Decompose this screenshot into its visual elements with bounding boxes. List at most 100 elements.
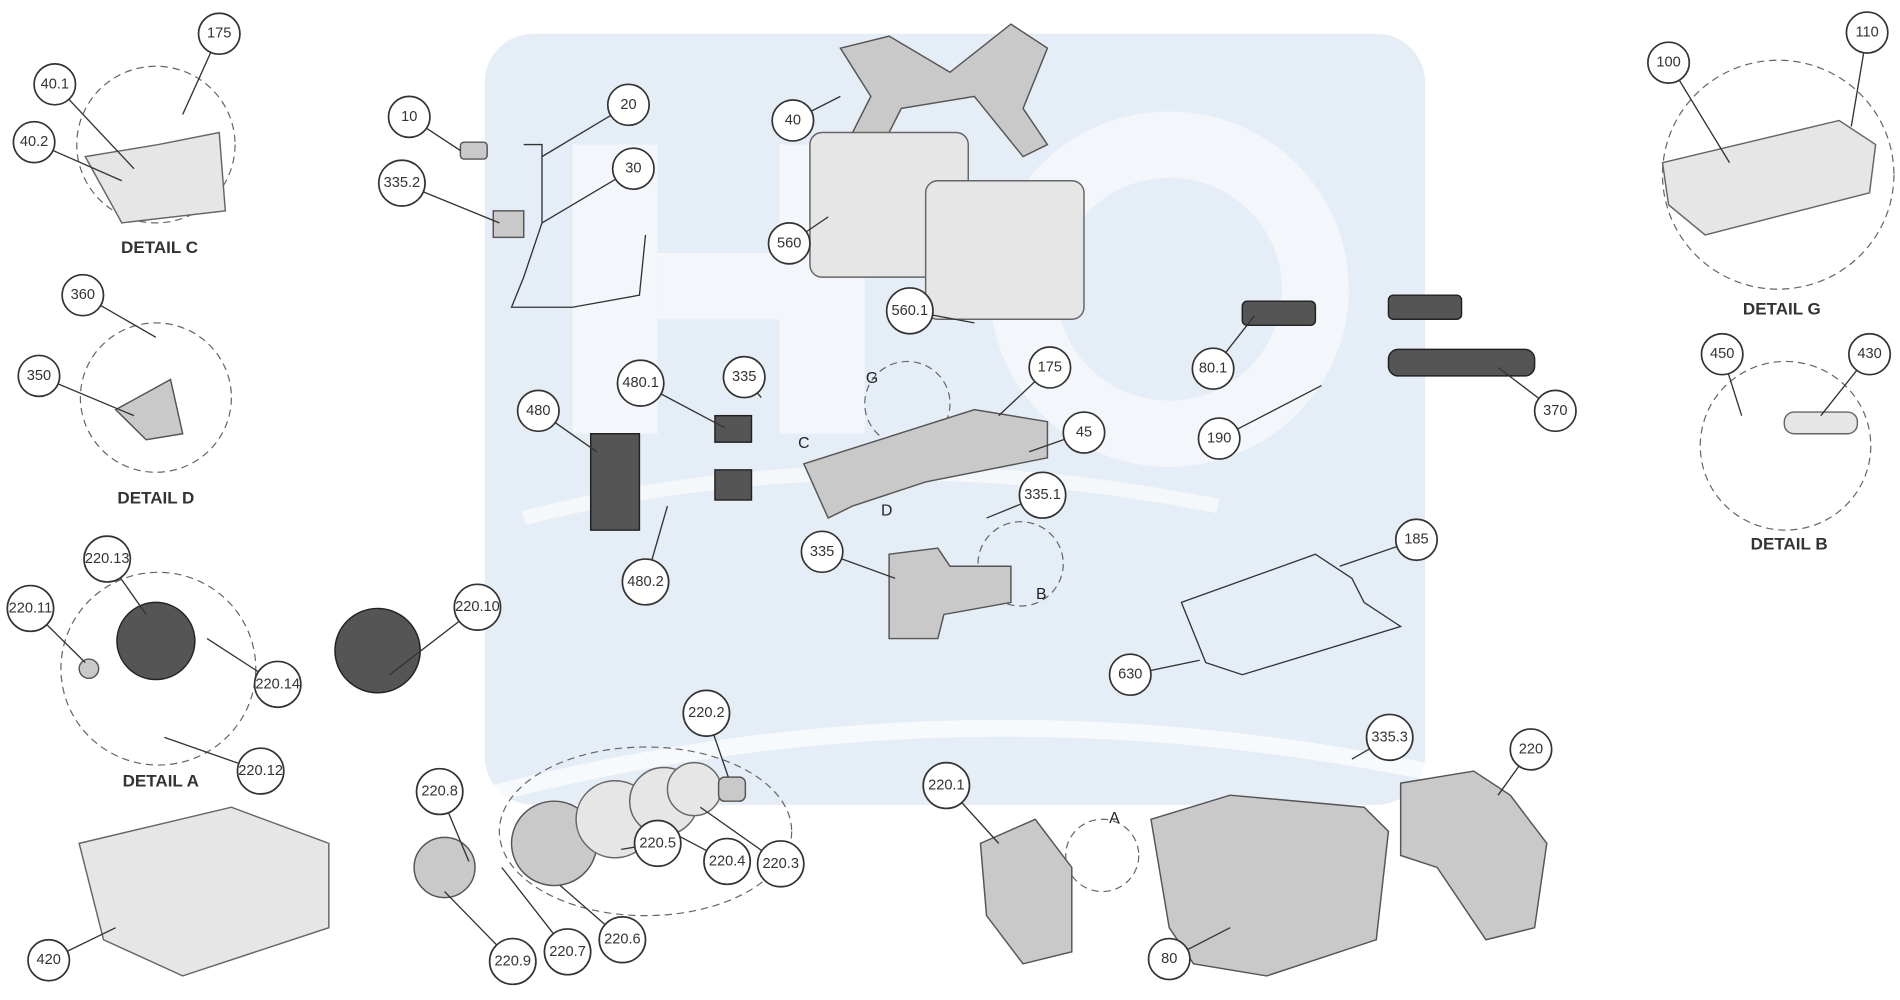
part-220-13-wheel	[116, 601, 196, 681]
callout-480[interactable]: 480	[516, 389, 560, 433]
callout-30[interactable]: 30	[611, 147, 655, 191]
callout-220-13[interactable]: 220.13	[83, 535, 132, 583]
callout-335-1[interactable]: 335.1	[1018, 471, 1067, 519]
callout-560[interactable]: 560	[767, 222, 811, 265]
callout-label: 185	[1404, 532, 1428, 548]
callout-630[interactable]: 630	[1108, 653, 1152, 697]
callout-190[interactable]: 190	[1197, 417, 1241, 460]
callout-label: 110	[1855, 25, 1878, 41]
callout-label: 220.11	[9, 600, 53, 616]
callout-label: 30	[625, 161, 641, 177]
callout-175[interactable]: 175	[197, 12, 241, 56]
part-220-motor	[1399, 770, 1548, 941]
part-480-1a	[714, 414, 753, 443]
callout-label: 45	[1076, 425, 1092, 441]
callout-480-2[interactable]: 480.2	[621, 558, 670, 606]
part-40-1	[84, 131, 227, 224]
callout-480-1[interactable]: 480.1	[616, 359, 665, 407]
part-10	[459, 141, 488, 160]
callout-430[interactable]: 430	[1847, 332, 1892, 376]
callout-370[interactable]: 370	[1533, 389, 1577, 433]
callout-220-12[interactable]: 220.12	[236, 747, 285, 795]
part-220-2	[717, 776, 747, 802]
part-220-3	[666, 761, 722, 817]
callout-label: 220.12	[238, 763, 283, 779]
callout-20[interactable]: 20	[606, 83, 651, 127]
callout-label: 175	[1038, 360, 1062, 376]
callout-label: 350	[27, 368, 51, 384]
callout-label: 220.5	[639, 835, 676, 851]
part-220-9	[413, 836, 476, 899]
callout-335-3[interactable]: 335.3	[1365, 713, 1414, 762]
callout-220-7[interactable]: 220.7	[543, 928, 592, 976]
callout-label: 480	[526, 403, 550, 419]
callout-450[interactable]: 450	[1700, 332, 1744, 376]
callout-350[interactable]: 350	[17, 354, 61, 398]
callout-label: 220.14	[255, 676, 300, 692]
callout-220-11[interactable]: 220.11	[6, 584, 55, 633]
callout-110[interactable]: 110	[1845, 11, 1889, 54]
part-335-pump	[888, 547, 1012, 640]
callout-220-14[interactable]: 220.14	[253, 660, 302, 709]
callout-label: 40.1	[41, 76, 69, 92]
callout-40-2[interactable]: 40.2	[12, 120, 56, 164]
callout-label: 335	[732, 369, 756, 385]
detail-letter-g: G	[866, 370, 878, 387]
detail-letter-b: B	[1036, 586, 1047, 603]
callout-220-8[interactable]: 220.8	[415, 767, 464, 816]
part-tube	[510, 143, 647, 308]
part-80-1b	[1387, 294, 1463, 321]
callout-label: 220.2	[688, 705, 725, 721]
callout-175[interactable]: 175	[1028, 346, 1072, 389]
detail-d-title: DETAIL D	[117, 489, 194, 508]
callout-100[interactable]: 100	[1647, 41, 1691, 84]
callout-40-1[interactable]: 40.1	[33, 63, 77, 106]
callout-label: 220.6	[604, 932, 641, 948]
part-420-box	[78, 806, 330, 977]
callout-label: 220.4	[709, 853, 746, 869]
callout-185[interactable]: 185	[1394, 518, 1439, 562]
callout-335[interactable]: 335	[800, 530, 844, 574]
part-220-10-wheel	[334, 607, 421, 694]
callout-label: 220.13	[85, 551, 130, 567]
callout-label: 10	[401, 109, 417, 125]
callout-40[interactable]: 40	[771, 99, 815, 142]
part-220-1	[979, 818, 1073, 965]
callout-360[interactable]: 360	[61, 273, 105, 317]
callout-label: 220	[1519, 741, 1543, 757]
detail-b-title: DETAIL B	[1751, 534, 1828, 553]
callout-80[interactable]: 80	[1147, 937, 1191, 981]
callout-label: 40.2	[20, 134, 48, 150]
callout-label: 220.9	[494, 953, 531, 969]
callout-45[interactable]: 45	[1062, 411, 1106, 454]
callout-label: 480.2	[627, 574, 664, 590]
callout-220-10[interactable]: 220.10	[453, 583, 502, 631]
callout-335-2[interactable]: 335.2	[377, 159, 426, 207]
part-45	[802, 408, 1049, 520]
callout-label: 335.1	[1024, 487, 1061, 503]
callout-220-4[interactable]: 220.4	[703, 837, 752, 886]
callout-80-1[interactable]: 80.1	[1191, 347, 1235, 390]
callout-335[interactable]: 335	[722, 355, 766, 399]
callout-220[interactable]: 220	[1509, 728, 1553, 771]
callout-220-5[interactable]: 220.5	[633, 819, 682, 868]
callout-10[interactable]: 10	[387, 95, 431, 139]
callout-220-6[interactable]: 220.6	[598, 916, 647, 964]
callout-label: 80	[1161, 951, 1177, 967]
callout-label: 220.3	[762, 856, 799, 872]
callout-label: 175	[207, 26, 231, 42]
callout-560-1[interactable]: 560.1	[885, 287, 934, 335]
part-350	[114, 378, 184, 441]
part-80-1a	[1241, 300, 1317, 327]
callouts: 175 40.1 40.2 360 350 220.13 220.11 220.14 220.1…	[6, 11, 1892, 986]
callout-420[interactable]: 420	[27, 938, 71, 982]
callout-220-2[interactable]: 220.2	[682, 689, 731, 737]
callout-220-1[interactable]: 220.1	[922, 761, 971, 810]
callout-label: 430	[1857, 346, 1881, 362]
callout-220-9[interactable]: 220.9	[488, 937, 537, 986]
callout-220-3[interactable]: 220.3	[756, 840, 805, 888]
callout-label: 190	[1207, 431, 1231, 447]
detail-letter-a: A	[1109, 810, 1120, 827]
